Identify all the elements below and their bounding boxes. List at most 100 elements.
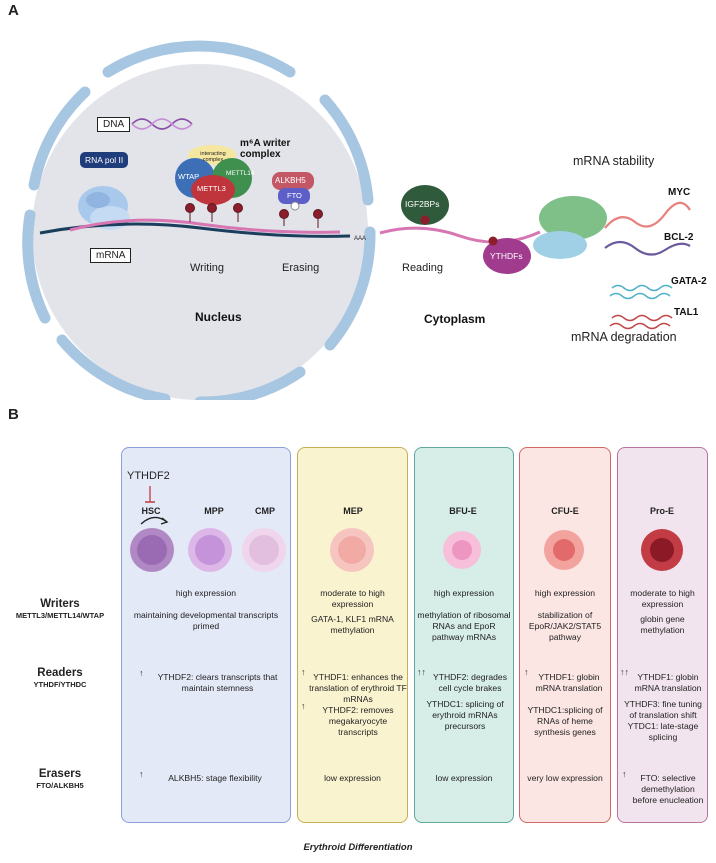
col5-reader-2: YTHDF3: fine tuning of translation shift… — [624, 699, 702, 742]
col3-writer-level: high expression — [433, 588, 495, 598]
row-readers: Readers YTHDF/YTHDC — [8, 667, 112, 689]
ythdfs-label: YTHDFs — [490, 251, 523, 261]
dna-helix — [131, 118, 193, 130]
cell-hsc — [130, 528, 174, 572]
cell-mep — [330, 528, 374, 572]
tal1-transcript — [611, 314, 673, 322]
cell-pro-e — [641, 529, 683, 571]
myc-label: MYC — [668, 187, 691, 198]
stage-cfu-e: CFU-E — [551, 506, 579, 516]
panel-b-label: B — [8, 406, 19, 423]
nucleus-label: Nucleus — [195, 310, 242, 324]
column-hsc-mpp-cmp — [121, 447, 291, 823]
bcl2-transcript — [604, 240, 691, 256]
stage-bfu-e: BFU-E — [449, 506, 477, 516]
col5-eraser-arrow: ↑ — [622, 769, 627, 779]
mettl3-label: METTL3 — [197, 184, 226, 193]
col5-writer-detail: globin gene methylation — [640, 614, 685, 635]
col1-writer-level: high expression — [175, 588, 237, 598]
mettl14-label: METTL14 — [226, 170, 255, 177]
myc-transcript — [604, 201, 691, 229]
panel-a-illustration — [22, 40, 691, 400]
col5-writer-level: moderate to high expression — [630, 588, 695, 609]
row-readers-title: Readers — [37, 667, 83, 679]
ythdf2-top-label: YTHDF2 — [127, 470, 170, 482]
mrna-label: mRNA — [90, 248, 132, 263]
col2-reader-arrow-2: ↑ — [301, 701, 306, 711]
row-writers: Writers METTL3/METTL14/WTAP — [8, 598, 112, 620]
stage-mpp: MPP — [204, 506, 224, 516]
writer-complex-label: m⁶A writer complex — [240, 138, 291, 160]
col4-reader-1: YTHDF1: globin mRNA translation — [535, 672, 603, 693]
aaa-label: AAA — [354, 236, 367, 242]
gata2-label: GATA-2 — [671, 276, 707, 287]
col4-writer-level: high expression — [534, 588, 596, 598]
mrna-degradation-label: mRNA degradation — [571, 330, 677, 344]
row-writers-title: Writers — [40, 598, 80, 610]
alkbh5-label: ALKBH5 — [275, 176, 306, 185]
inhibition-and-self-renewal-arrows — [140, 486, 169, 525]
erythroid-differentiation-label: Erythroid Differentiation — [303, 842, 413, 853]
tal1-label: TAL1 — [674, 307, 699, 318]
column-bfu-e — [414, 447, 514, 823]
stage-cmp: CMP — [255, 506, 275, 516]
panel-a-label: A — [8, 2, 19, 19]
cytoplasm-label: Cytoplasm — [424, 312, 486, 326]
col4-eraser: very low expression — [527, 773, 603, 783]
wtap-label: WTAP — [178, 172, 200, 181]
col3-reader-arrow: ↑↑ — [417, 667, 426, 677]
col3-reader-1: YTHDF2: degrades cell cycle brakes — [432, 672, 508, 693]
col4-writer-detail: stabilization of EpoR/JAK2/STAT5 pathway — [528, 610, 602, 642]
cell-mpp — [188, 528, 232, 572]
cell-stage-illustrations — [130, 528, 683, 572]
stage-mep: MEP — [343, 506, 363, 516]
row-erasers-sub: FTO/ALKBH5 — [36, 781, 84, 790]
stage-pro-e: Pro-E — [649, 506, 674, 516]
interacting-complex-label: interacting complex — [200, 151, 226, 163]
col2-writer-level: moderate to high expression — [320, 588, 385, 609]
col5-reader-arrow: ↑↑ — [620, 667, 629, 677]
erasing-label: Erasing — [282, 262, 320, 274]
col1-reader-1: YTHDF2: clears transcripts that maintain… — [157, 672, 278, 693]
mrna-stability-label: mRNA stability — [573, 154, 655, 168]
column-mep — [297, 447, 408, 823]
col4-reader-arrow: ↑ — [524, 667, 529, 677]
nucleus-shape — [32, 64, 368, 400]
col2-reader-arrow: ↑ — [301, 667, 306, 677]
writing-label: Writing — [190, 262, 225, 274]
nuclear-envelope — [22, 40, 376, 400]
eraser-complex-shape — [272, 172, 314, 211]
col2-eraser: low expression — [324, 773, 381, 783]
col1-reader-arrow: ↑ — [139, 668, 144, 678]
mrna-strand-nucleus — [69, 218, 341, 234]
col3-reader-2: YTHDC1: splicing of erythroid mRNAs prec… — [426, 699, 504, 731]
col2-writer-detail: GATA-1, KLF1 mRNA methylation — [311, 614, 394, 635]
cell-bfu-e — [443, 531, 481, 569]
col4-reader-2: YTHDC1:splicing of RNAs of heme synthesi… — [527, 705, 603, 737]
stage-hsc: HSC — [141, 506, 161, 516]
dna-label: DNA — [97, 117, 131, 132]
m6a-marks-nucleus — [185, 203, 323, 228]
writer-complex-shape — [175, 145, 252, 205]
reading-label: Reading — [402, 262, 443, 274]
row-erasers: Erasers FTO/ALKBH5 — [8, 768, 112, 790]
cell-cmp — [242, 528, 286, 572]
fto-label: FTO — [287, 191, 302, 200]
ythdfs-shape — [483, 238, 531, 274]
col3-writer-detail: methylation of ribosomal RNAs and EpoR p… — [417, 610, 511, 642]
column-cfu-e — [519, 447, 611, 823]
col2-reader-2: YTHDF2: removes megakaryocyte transcript… — [322, 705, 394, 737]
col1-writer-detail: maintaining developmental transcripts pr… — [133, 610, 279, 631]
row-writers-sub: METTL3/METTL14/WTAP — [15, 611, 105, 620]
col1-eraser: ALKBH5: stage flexibility — [168, 773, 262, 783]
col1-eraser-arrow: ↑ — [139, 769, 144, 779]
row-readers-sub: YTHDF/YTHDC — [33, 680, 87, 689]
column-pro-e — [617, 447, 708, 823]
bcl2-label: BCL-2 — [664, 232, 694, 243]
igf2bps-label: IGF2BPs — [405, 199, 440, 209]
gata2-transcript — [611, 284, 673, 292]
col2-reader-1: YTHDF1: enhances the translation of eryt… — [309, 672, 407, 704]
col5-reader-1: YTHDF1: globin mRNA translation — [634, 672, 702, 693]
igf2bps-shape — [401, 185, 449, 225]
cell-cfu-e — [544, 530, 584, 570]
